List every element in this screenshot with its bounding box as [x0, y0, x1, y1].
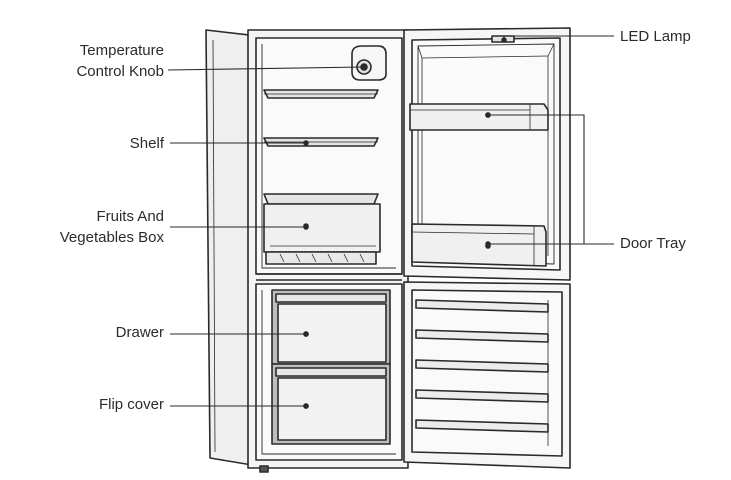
label-shelf: Shelf	[129, 135, 164, 152]
door-tray-upper	[409, 103, 549, 131]
label-flip-cover: Flip cover	[98, 396, 164, 413]
label-temperature-line-1: Temperature	[79, 42, 164, 59]
label-fruits-and-vegetables-box: Fruits And Vegetables Box	[60, 206, 164, 248]
temperature-control-knob	[351, 45, 387, 81]
leader-temperature-knob	[167, 66, 365, 71]
leader-dot-led-lamp	[501, 37, 507, 43]
shelf-upper	[263, 89, 379, 99]
leader-dot-shelf	[303, 140, 309, 146]
fruits-and-vegetables-box	[263, 193, 381, 265]
label-temperature-control-knob: Temperature Control Knob	[76, 40, 164, 82]
label-led-lamp: LED Lamp	[620, 28, 691, 45]
label-fruits-line-2: Vegetables Box	[59, 229, 164, 246]
fridge-door	[403, 27, 571, 281]
flip-cover-drawer	[271, 363, 391, 445]
door-tray-lower	[411, 223, 547, 267]
leader-dot-door-tray-upper	[485, 112, 491, 118]
label-door-tray: Door Tray	[620, 235, 686, 252]
shelf-middle	[263, 137, 379, 147]
leader-dot-temperature-knob	[361, 64, 367, 70]
leader-door-tray	[488, 114, 585, 245]
leader-dot-door-tray-lower	[485, 241, 491, 247]
label-temperature-line-2: Control Knob	[76, 63, 164, 80]
freezer-door	[403, 281, 571, 469]
freezer-drawer	[271, 289, 391, 365]
leader-dot-fruits-box	[303, 224, 309, 230]
label-fruits-line-1: Fruits And	[96, 208, 164, 225]
label-drawer: Drawer	[115, 324, 164, 341]
leader-dot-flip-cover	[303, 403, 309, 409]
leader-dot-drawer	[303, 331, 309, 337]
